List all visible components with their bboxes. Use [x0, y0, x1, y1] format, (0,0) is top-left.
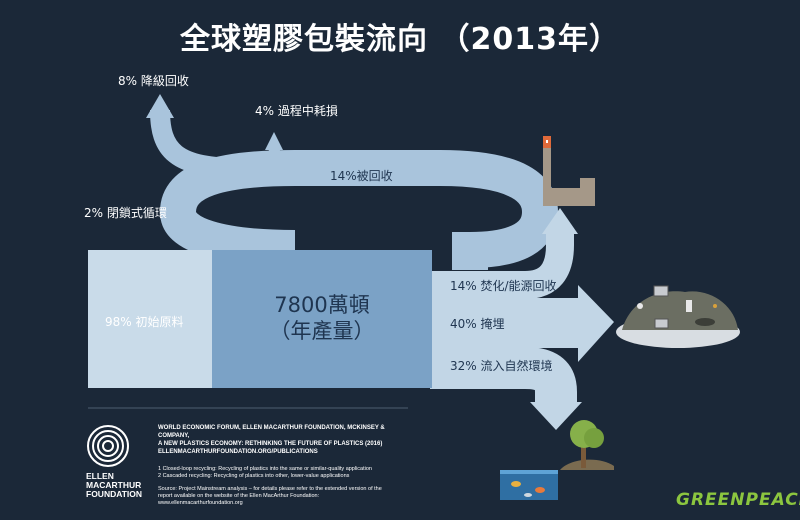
virgin-feedstock-block: [88, 250, 212, 388]
landfill-pile-icon: [616, 285, 740, 348]
logo-line3: FOUNDATION: [86, 489, 143, 499]
nature-ocean-icon: [500, 420, 614, 500]
downcycling-flow: [150, 109, 241, 178]
label-leakage: 32% 流入自然環境: [450, 359, 553, 373]
greenpeace-watermark: GREENPEACE: [676, 490, 800, 510]
label-process-loss: 4% 過程中耗損: [255, 104, 338, 118]
landfill-arrowhead: [578, 285, 614, 362]
incineration-flow: [430, 228, 574, 299]
leakage-arrowhead: [530, 402, 582, 430]
logo-line2: MACARTHUR: [86, 480, 142, 490]
credits-line2: A NEW PLASTICS ECONOMY: RETHINKING THE F…: [158, 441, 383, 447]
logo-line1: ELLEN: [86, 471, 114, 481]
process-loss-arrowhead: [265, 132, 283, 150]
annual-production-value: 7800萬頓: [274, 293, 370, 317]
label-incineration: 14% 焚化/能源回收: [450, 279, 557, 293]
label-closed-loop: 2% 閉鎖式循環: [84, 206, 167, 220]
logo-text: ELLEN MACARTHUR FOUNDATION: [86, 472, 142, 499]
credits-note1: 1 Closed-loop recycling: Recycling of pl…: [158, 466, 372, 472]
incineration-arrowhead: [542, 208, 578, 234]
credits-line3: ELLENMACARTHURFOUNDATION.ORG/PUBLICATION…: [158, 449, 318, 455]
credits-source3: www.ellenmacarthurfoundation.org: [158, 500, 243, 506]
ellen-macarthur-logo-icon: [87, 425, 129, 467]
label-downcycling: 8% 降級回收: [118, 74, 189, 88]
credits-note2: 2 Cascaded recycling: Recycling of plast…: [158, 473, 350, 479]
landfill-flow: [430, 298, 580, 348]
credits-source2: report available on the website of the E…: [158, 493, 320, 499]
credits-block: WORLD ECONOMIC FORUM, ELLEN MACARTHUR FO…: [158, 424, 413, 507]
label-virgin: 98% 初始原料: [105, 315, 184, 329]
credits-line1: WORLD ECONOMIC FORUM, ELLEN MACARTHUR FO…: [158, 425, 385, 439]
annual-production-caption: （年產量）: [269, 319, 375, 343]
label-recycled: 14%被回收: [330, 169, 393, 183]
label-annual-production: 7800萬頓 （年產量）: [212, 292, 432, 344]
credits-source1: Source: Project Mainstream analysis – fo…: [158, 486, 382, 492]
downcycling-arrowhead: [146, 94, 174, 118]
label-landfill: 40% 掩埋: [450, 317, 505, 331]
factory-icon: [543, 136, 595, 206]
leakage-flow: [430, 347, 577, 405]
annual-production-block: [212, 250, 432, 388]
page-title: 全球塑膠包裝流向 （2013年）: [180, 22, 620, 57]
